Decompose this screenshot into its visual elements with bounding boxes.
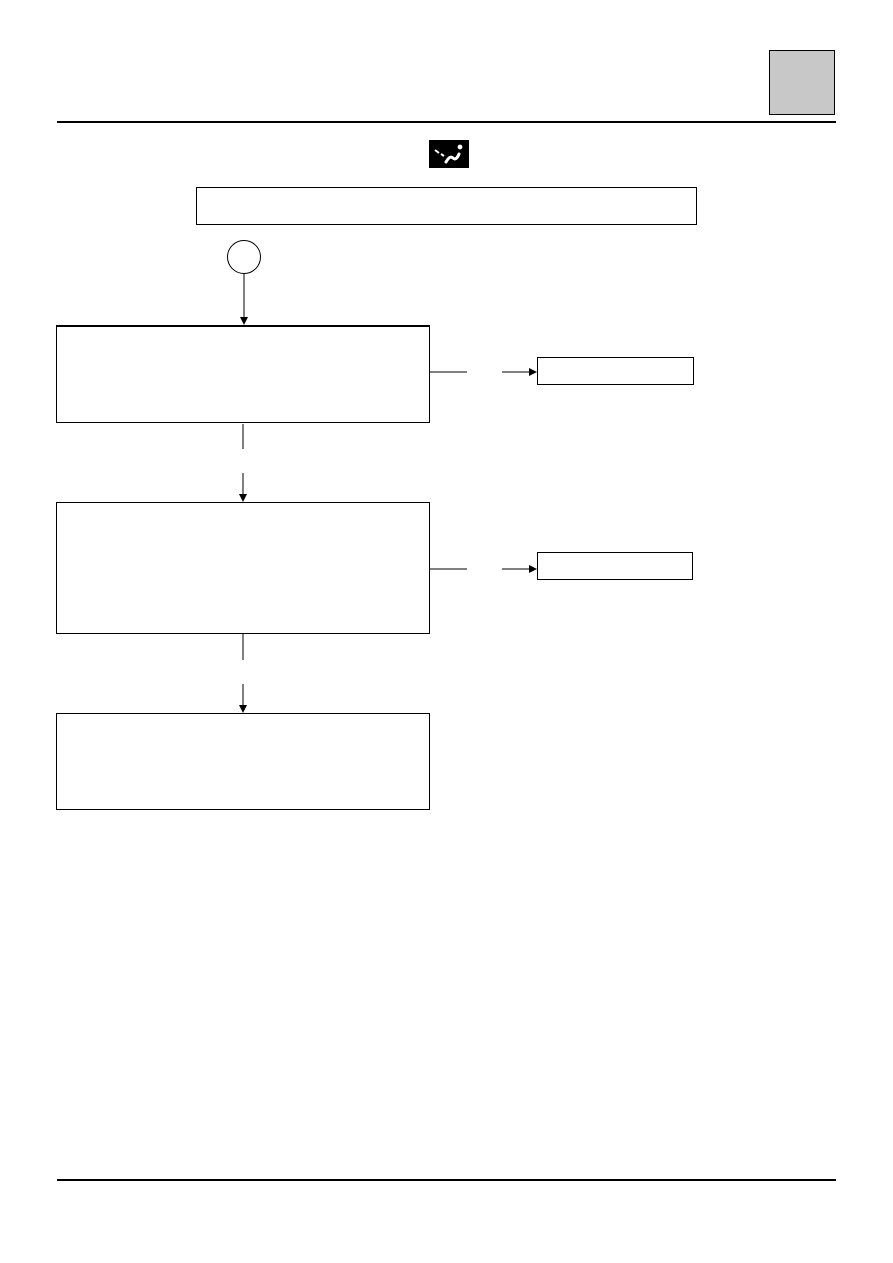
step-box-3: [56, 713, 430, 810]
step-box-1: [56, 325, 430, 423]
side-result-box-2: [537, 552, 693, 580]
step-box-2: [56, 502, 430, 634]
section-tab: [769, 50, 835, 115]
air-vent-icon: [429, 140, 469, 168]
start-marker: [227, 240, 261, 274]
header-rule: [57, 121, 836, 123]
procedure-title-box: [196, 187, 697, 225]
side-result-box-1: [537, 357, 694, 385]
footer-rule: [57, 1179, 836, 1181]
